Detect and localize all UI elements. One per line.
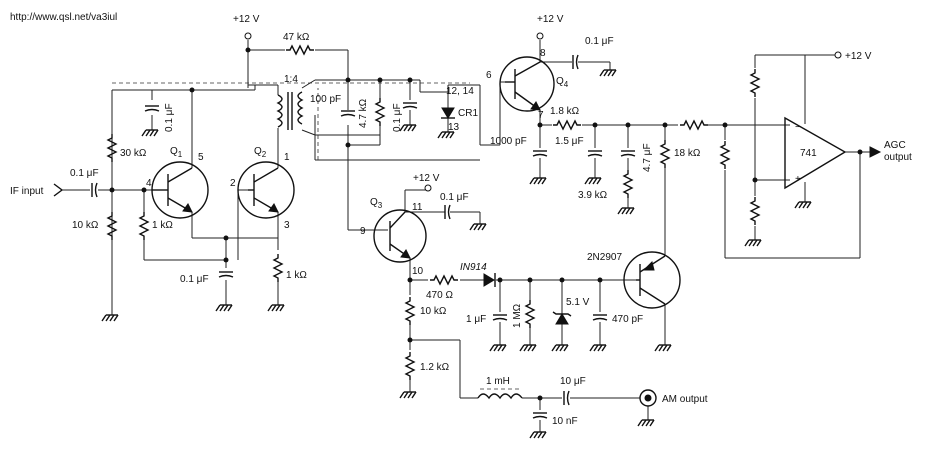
label-c-bias: 0.1 μF (164, 103, 175, 132)
wiring (62, 40, 878, 432)
transistor-q2 (237, 161, 295, 219)
label-in914: IN914 (460, 262, 487, 273)
supply-terminals (244, 32, 842, 192)
label-r47k: 47 kΩ (283, 32, 310, 43)
pin-11: 11 (412, 202, 423, 213)
pin-9: 9 (360, 226, 366, 237)
label-r10k-q3: 10 kΩ (420, 306, 447, 317)
label-ratio: 1:4 (284, 74, 298, 85)
pin-5: 5 (198, 152, 204, 163)
label-l1mh: 1 mH (486, 376, 510, 387)
transistor-q3 (373, 209, 427, 263)
labels: +12 V +12 V +12 V +12 V 47 kΩ 30 kΩ 10 k… (10, 14, 912, 427)
label-c-q4: 0.1 μF (585, 36, 614, 47)
supply-label-opamp: +12 V (845, 51, 872, 62)
label-c4u7: 4.7 μF (642, 143, 653, 172)
opamp-plus: + (795, 174, 801, 185)
label-c-tank: 0.1 μF (392, 103, 403, 132)
supply-label-top-left: +12 V (233, 14, 260, 25)
label-r470: 470 Ω (426, 290, 453, 301)
inductor-symbols (276, 79, 523, 400)
label-q1: Q1 (170, 146, 183, 159)
label-r30k: 30 kΩ (120, 148, 147, 159)
label-c470p: 470 pF (612, 314, 643, 325)
pin-4: 4 (146, 178, 152, 189)
pin-7: 7 (538, 110, 544, 121)
transistor-q4 (499, 56, 555, 112)
pin-12-14: 12, 14 (446, 86, 474, 97)
label-r4k7: 4.7 kΩ (358, 98, 369, 128)
am-output-jack (639, 389, 657, 407)
label-c100p: 100 pF (310, 94, 341, 105)
supply-label-q3: +12 V (413, 173, 440, 184)
label-cr1: CR1 (458, 108, 478, 119)
pin-8: 8 (540, 48, 546, 59)
supply-label-q4: +12 V (537, 14, 564, 25)
opamp-label: 741 (800, 148, 817, 159)
pin-6: 6 (486, 70, 492, 81)
agc-output-arrow (869, 146, 882, 158)
pin-10: 10 (412, 266, 424, 277)
label-r3k9: 3.9 kΩ (578, 190, 608, 201)
label-zener: 5.1 V (566, 297, 590, 308)
opamp-minus: − (795, 122, 801, 133)
transistor-2n2907 (623, 251, 681, 309)
label-c10n: 10 nF (552, 416, 578, 427)
label-q3: Q3 (370, 197, 383, 210)
label-am-output: AM output (662, 394, 708, 405)
label-r1k2: 1.2 kΩ (420, 362, 450, 373)
transistor-q1 (151, 161, 209, 219)
resistor-symbols (107, 45, 760, 381)
source-url: http://www.qsl.net/va3iul (10, 12, 118, 23)
opamp-741: − + 741 (784, 116, 847, 190)
label-c-emit: 0.1 μF (180, 274, 209, 285)
dashed-reference-lines (112, 82, 470, 160)
pin-1: 1 (284, 152, 290, 163)
label-c-q3: 0.1 μF (440, 192, 469, 203)
label-2n2907: 2N2907 (587, 252, 622, 263)
label-r18k: 18 kΩ (674, 148, 701, 159)
label-if-input: IF input (10, 186, 44, 197)
label-c1u: 1 μF (466, 314, 486, 325)
label-r1k8: 1.8 kΩ (550, 106, 580, 117)
label-q4: Q4 (556, 76, 569, 89)
pin-13: 13 (448, 122, 460, 133)
label-q2: Q2 (254, 146, 267, 159)
label-agc-line2: output (884, 152, 912, 163)
diode-symbols (441, 107, 572, 325)
label-r1m: 1 MΩ (512, 303, 523, 328)
if-input-arrow (53, 183, 64, 197)
label-r10k-in: 10 kΩ (72, 220, 99, 231)
label-r1k-q1: 1 kΩ (152, 220, 173, 231)
label-c-in: 0.1 μF (70, 168, 99, 179)
label-c10u: 10 μF (560, 376, 586, 387)
label-c1u5: 1.5 μF (555, 136, 584, 147)
pin-3: 3 (284, 220, 290, 231)
junction-dots (109, 47, 863, 401)
label-agc-line1: AGC (884, 140, 906, 151)
pin-2: 2 (230, 178, 236, 189)
label-c1000p: 1000 pF (490, 136, 527, 147)
label-r1k-q2: 1 kΩ (286, 270, 307, 281)
